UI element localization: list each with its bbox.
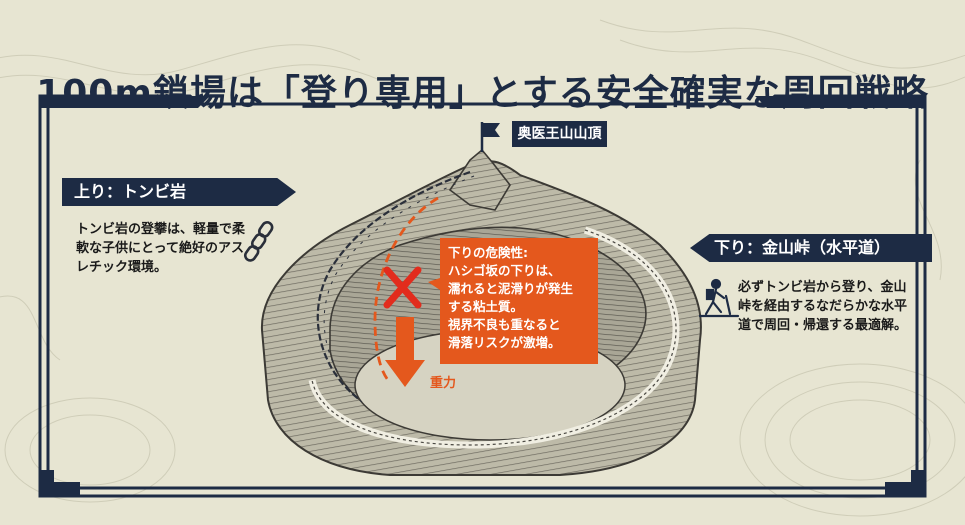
danger-line: 視界不良も重なると	[448, 317, 561, 332]
cross-icon	[383, 266, 422, 309]
chain-route	[316, 170, 475, 405]
danger-line: 濡れると泥滑りが発生	[448, 281, 574, 296]
danger-callout: 下りの危険性: ハシゴ坂の下りは、 濡れると泥滑りが発生 する粘土質。 視界不良…	[440, 238, 598, 364]
descent-label: 下り：金山峠（水平道）	[690, 234, 932, 262]
summit-label: 奥医王山山頂	[512, 121, 607, 147]
chain-icon	[243, 221, 274, 262]
danger-line: 下りの危険性:	[448, 245, 528, 260]
danger-line: 滑落リスクが激増。	[448, 335, 561, 350]
gravity-label: 重力	[430, 376, 457, 391]
ascent-route-dashed	[373, 196, 439, 381]
flag-icon	[480, 122, 500, 152]
ascent-description: トンビ岩の登攀は、軽量で柔軟な子供にとって絶好のアスレチック環境。	[76, 222, 246, 275]
danger-line: する粘土質。	[448, 299, 524, 314]
descent-description: 必ずトンビ岩から登り、金山峠を経由するなだらかな水平道で周回・帰還する最適解。	[738, 280, 908, 333]
down-arrow-icon	[385, 317, 425, 387]
ascent-label: 上り：トンビ岩	[62, 178, 296, 206]
summit-peak	[448, 148, 511, 211]
danger-line: ハシゴ坂の下りは、	[448, 263, 561, 278]
hiker-icon	[698, 278, 740, 318]
callout-pointer	[428, 278, 440, 290]
